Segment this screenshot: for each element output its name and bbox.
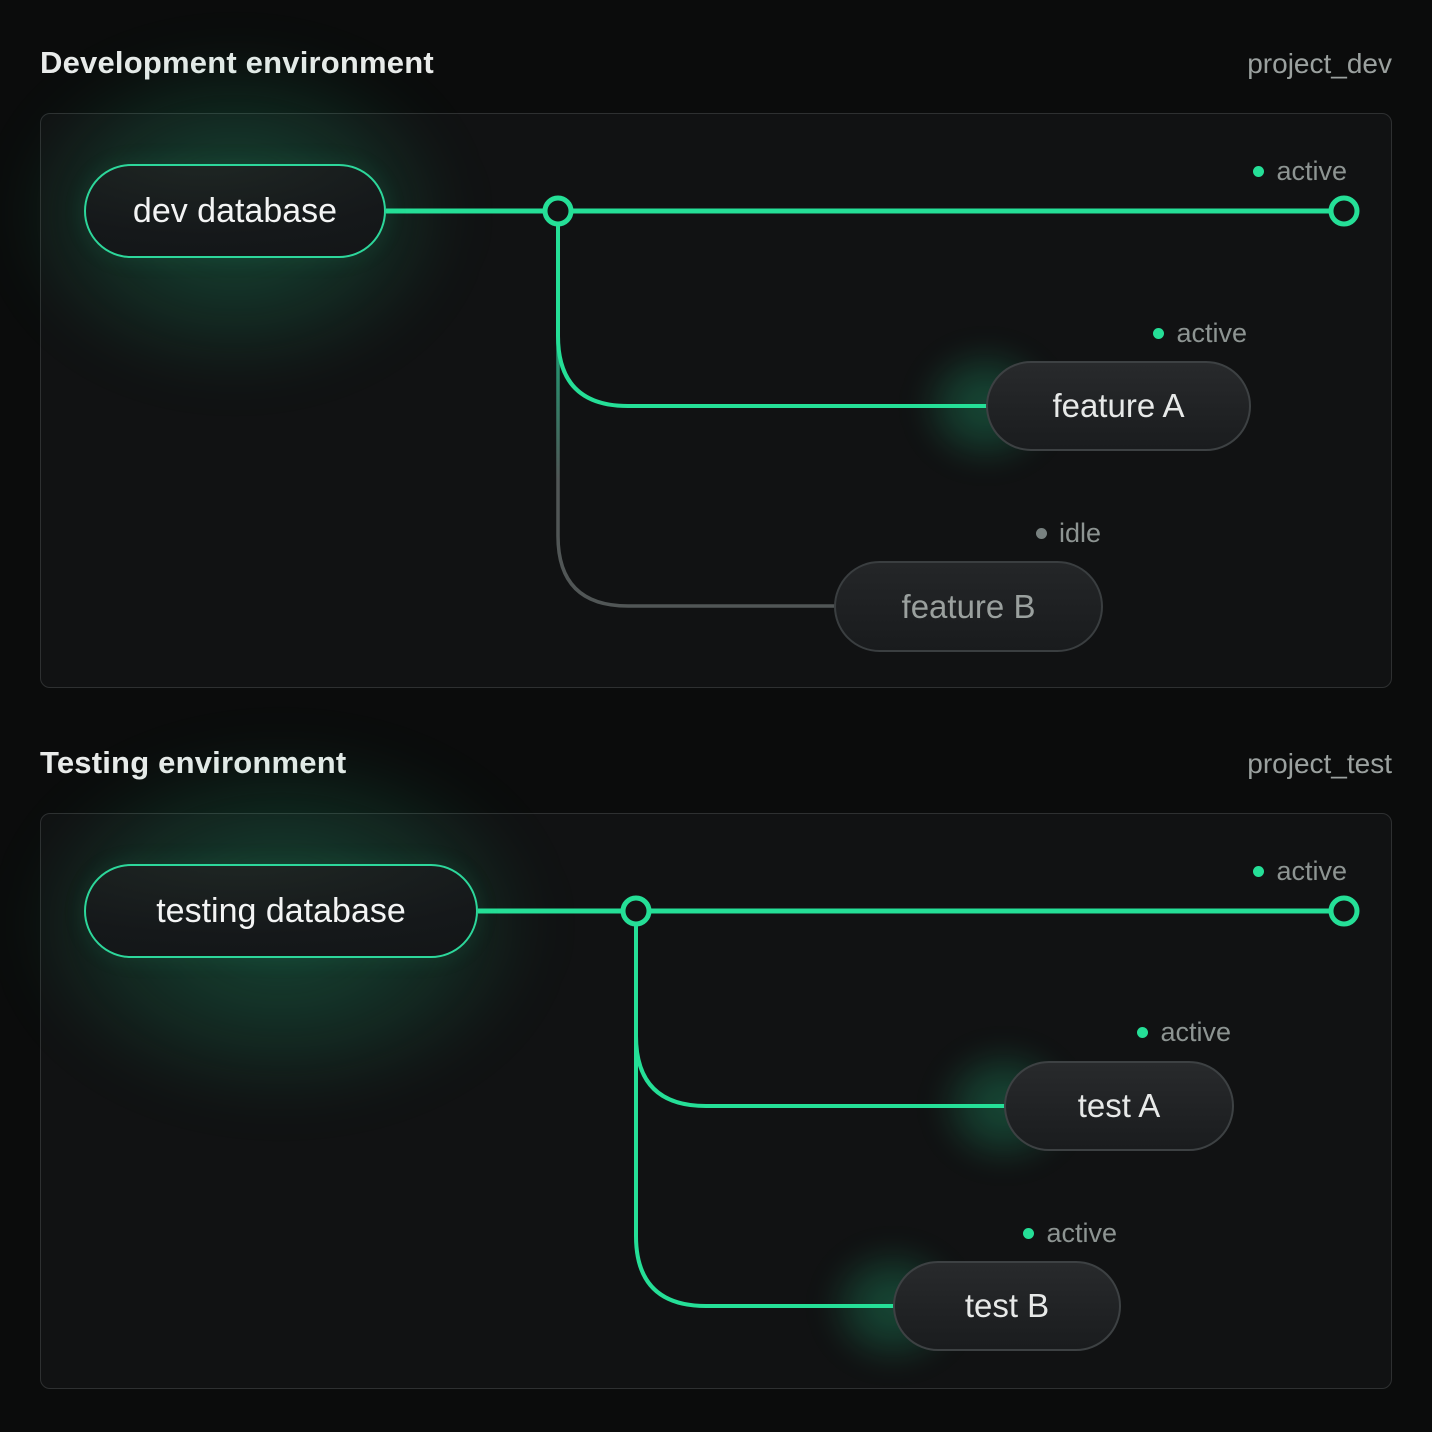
branch-line-test-b	[634, 911, 895, 1308]
test-b-status: active	[1023, 1218, 1117, 1248]
test-b-node[interactable]: test B	[893, 1261, 1121, 1351]
testing-environment-header: Testing environment project_test	[40, 744, 1392, 782]
status-label: active	[1046, 1218, 1117, 1248]
status-label: active	[1160, 1017, 1231, 1047]
status-label: idle	[1058, 518, 1101, 548]
testing-database-label: testing database	[156, 891, 406, 930]
feature-b-label: feature B	[901, 587, 1036, 625]
section-title: Testing environment	[40, 745, 347, 780]
feature-b-node[interactable]: feature B	[834, 561, 1103, 652]
dev-database-label: dev database	[132, 191, 338, 230]
test-a-status: active	[1137, 1017, 1231, 1047]
testing-database-node[interactable]: testing database	[84, 864, 478, 958]
branch-line-feature-a	[556, 211, 988, 408]
status-label: active	[1276, 156, 1347, 186]
test-a-node[interactable]: test A	[1004, 1061, 1234, 1151]
development-panel: dev database feature A feature B active …	[0, 4, 1392, 688]
feature-a-status: active	[1153, 318, 1247, 348]
main-branch-status: active	[1253, 156, 1347, 186]
main-branch-head-node	[1328, 195, 1360, 227]
branch-point-node	[620, 895, 652, 927]
main-branch-head-node	[1328, 895, 1360, 927]
development-environment-section: Development environment project_dev	[0, 4, 1392, 688]
test-b-label: test B	[964, 1287, 1050, 1324]
idle-status-dot	[1035, 527, 1047, 539]
active-status-dot	[1137, 1026, 1149, 1038]
testing-environment-section: Testing environment project_test testing…	[0, 694, 1392, 1389]
testing-panel: testing database test A test B active ac…	[0, 694, 1392, 1389]
main-branch-status: active	[1253, 856, 1347, 886]
feature-b-status: idle	[1035, 518, 1101, 548]
active-status-dot	[1153, 327, 1165, 339]
project-name-label: project_test	[1247, 748, 1392, 779]
dev-database-node[interactable]: dev database	[84, 164, 386, 258]
feature-a-label: feature A	[1052, 387, 1185, 424]
branch-point-node	[542, 195, 574, 227]
branch-line-feature-b	[556, 211, 838, 608]
active-status-dot	[1253, 865, 1265, 877]
branch-line-test-a	[634, 911, 1008, 1108]
active-status-dot	[1253, 165, 1265, 177]
active-status-dot	[1023, 1227, 1035, 1239]
test-a-label: test A	[1077, 1087, 1161, 1124]
project-name-label: project_dev	[1247, 48, 1392, 79]
development-environment-header: Development environment project_dev	[40, 44, 1392, 82]
section-title: Development environment	[40, 45, 434, 80]
status-label: active	[1276, 856, 1347, 886]
status-label: active	[1176, 318, 1247, 348]
feature-a-node[interactable]: feature A	[986, 361, 1251, 451]
